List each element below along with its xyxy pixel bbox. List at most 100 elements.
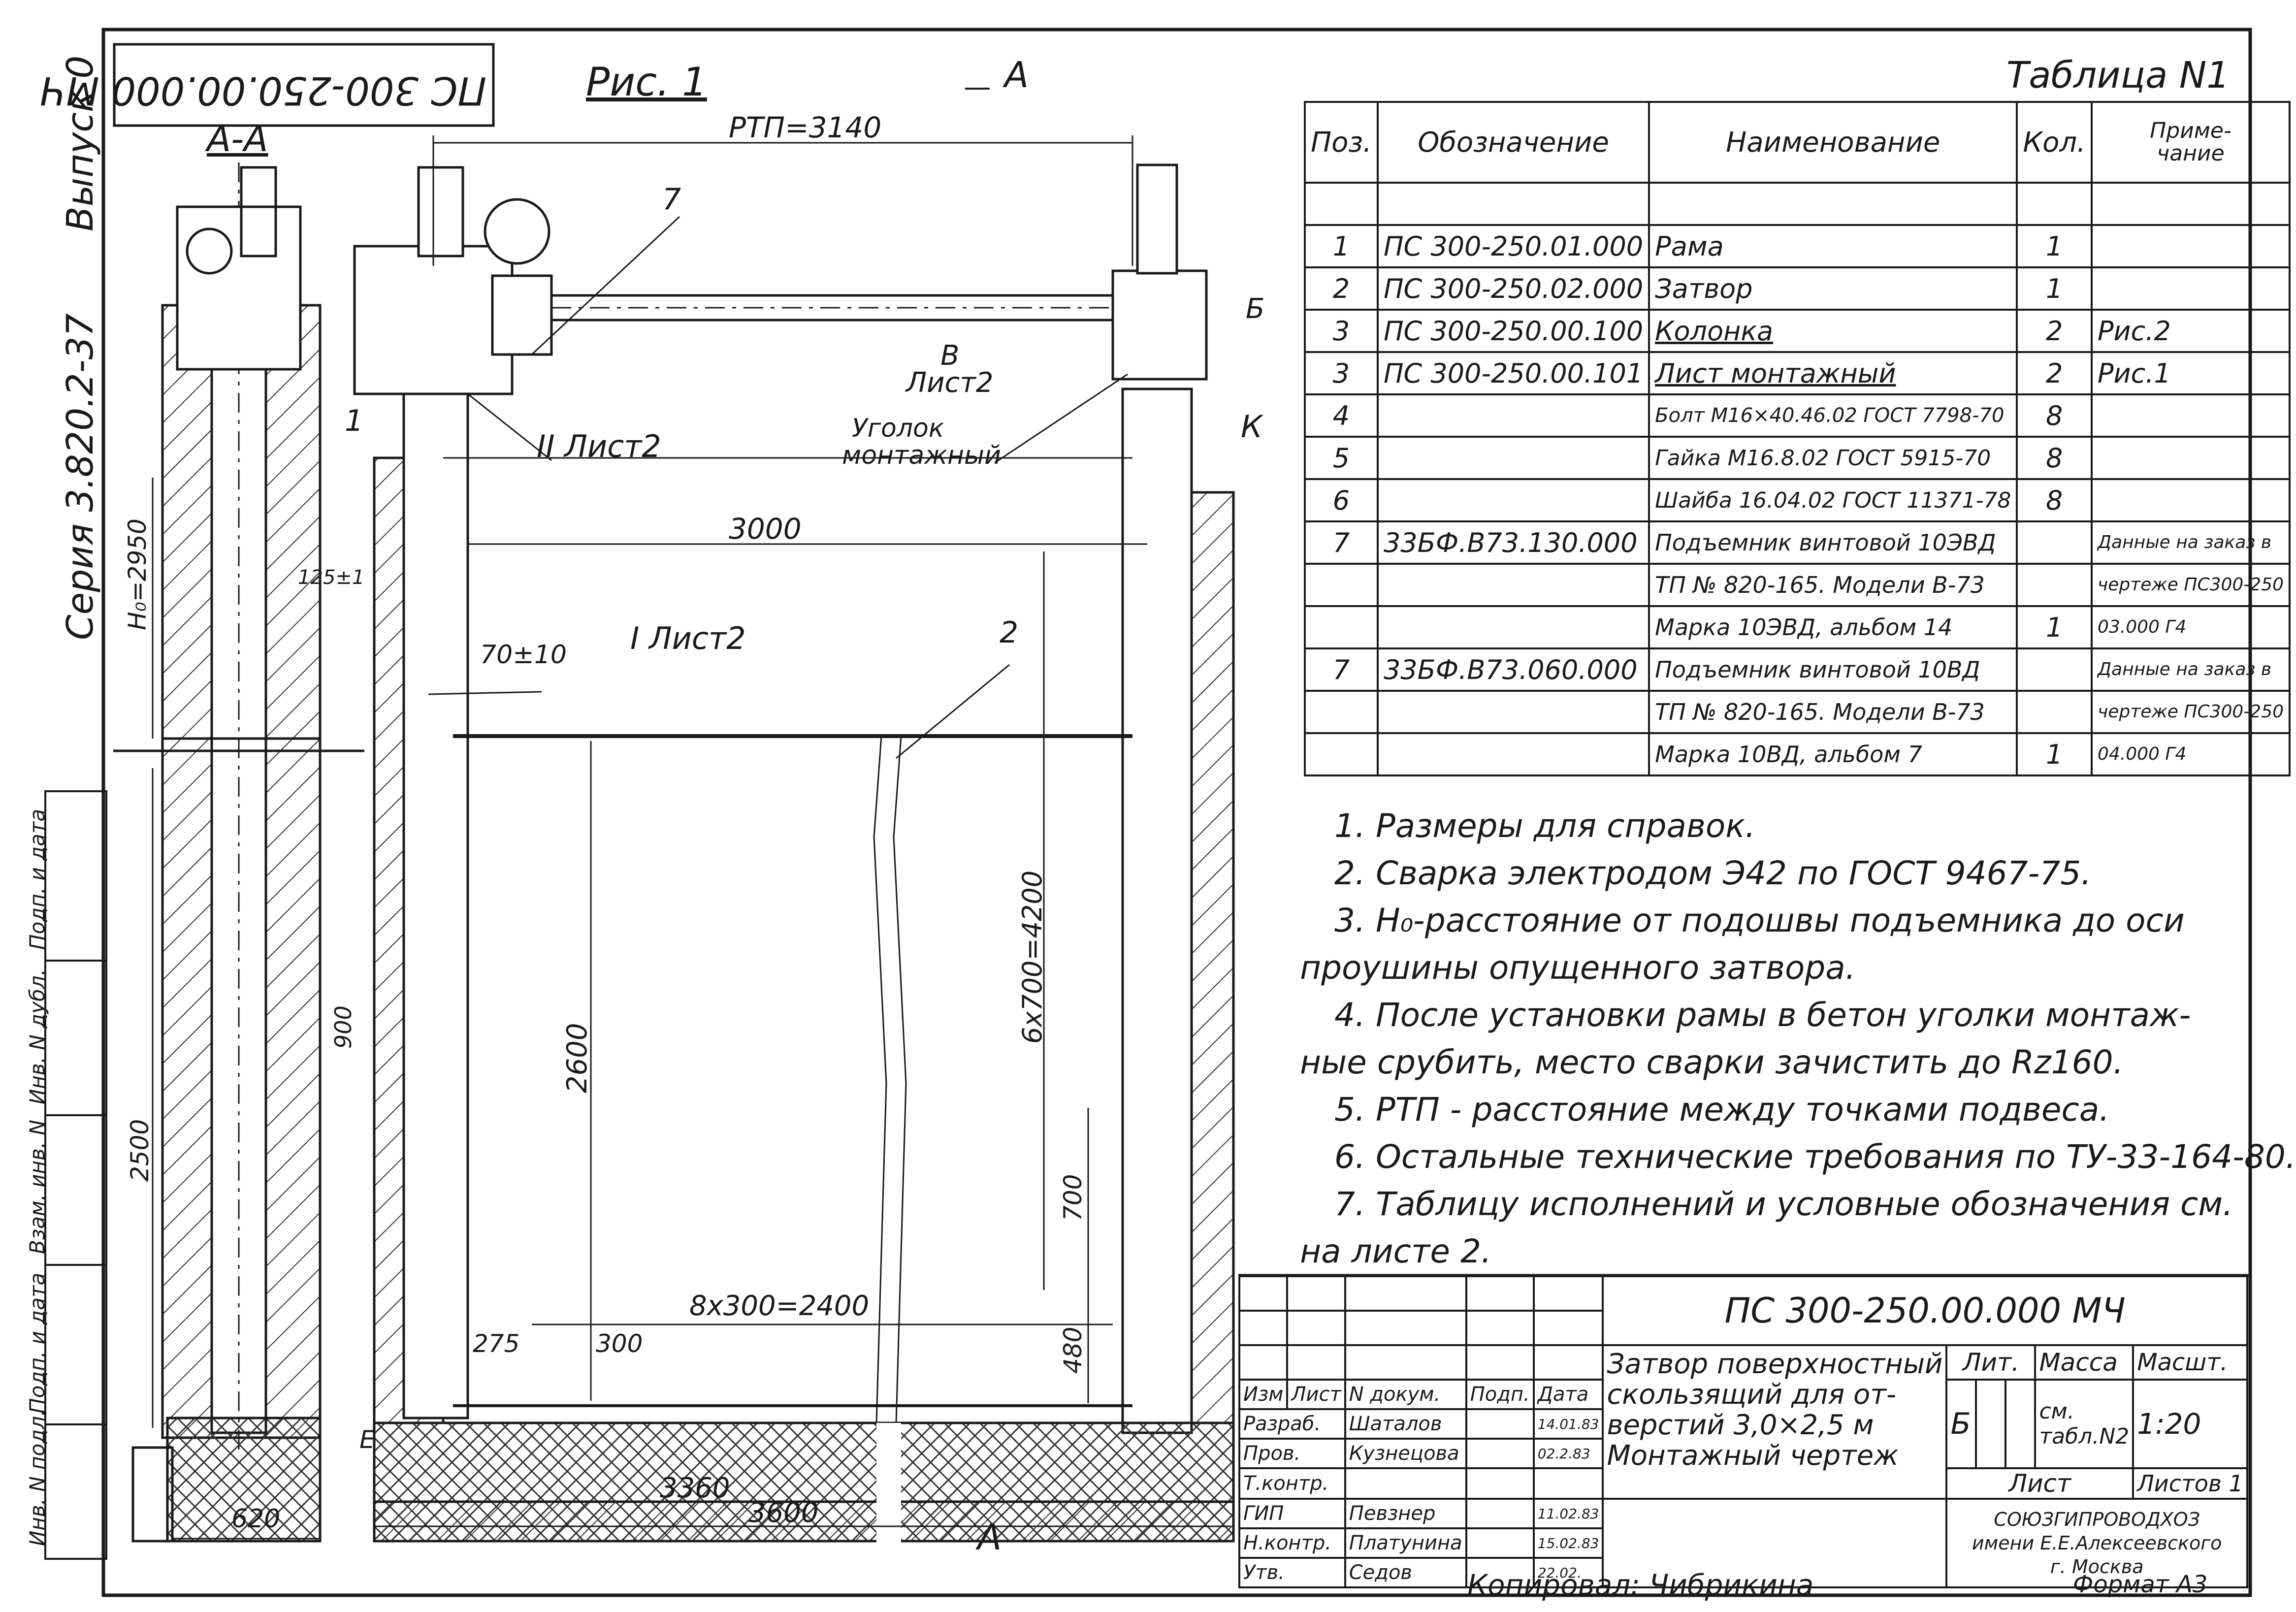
issue-label: Выпуск 0 (59, 55, 101, 231)
table-row (1304, 182, 2291, 226)
doc-title-line: верстий 3,0×2,5 м (1607, 1409, 1874, 1441)
dim-480: 480 (1059, 1326, 1087, 1374)
table-title: Таблица N1 (2006, 54, 2230, 97)
spec-header-name: Наименование (1648, 101, 2018, 184)
rev-header: Подп. (1465, 1379, 1535, 1410)
specification-table: Поз. Обозначение Наименование Кол. Приме… (1304, 101, 2291, 776)
section-aa-label: А-А (207, 118, 268, 160)
sheets-label: Листов 1 (2132, 1467, 2248, 1500)
role-date: 11.02.83 (1532, 1498, 1604, 1529)
note-line: 7. Таблицу исполнений и условные обознач… (1334, 1185, 2233, 1223)
mass-label: Масса (2034, 1344, 2134, 1381)
pos-1: 1 (345, 404, 364, 438)
role-label: Утв. (1238, 1557, 1346, 1588)
view-b-sheet: Лист2 (906, 367, 994, 399)
detail-i-sheet: I Лист2 (630, 620, 746, 656)
section-base (166, 1417, 322, 1543)
dim-3360: 3360 (660, 1472, 730, 1504)
strip-cell: Инв. N подл. (25, 1409, 49, 1547)
dim-3600: 3600 (748, 1497, 819, 1529)
spec-header-pos: Поз. (1304, 101, 1379, 184)
note-line: 3. Н₀-расстояние от подошвы подъемника д… (1334, 902, 2185, 939)
doc-code: ПС 300-250.00.000 МЧ (1602, 1275, 2248, 1346)
pos-2: 2 (1000, 615, 1019, 650)
dim-900: 900 (330, 1005, 356, 1049)
strip-cell: Взам. инв. N (25, 1116, 105, 1266)
code-box (113, 43, 495, 127)
doc-title: Затвор поверхностный скользящий для от- … (1602, 1344, 1948, 1500)
spec-header-row: Поз. Обозначение Наименование Кол. Приме… (1304, 101, 2291, 184)
dim-700: 700 (1059, 1174, 1087, 1221)
note-line: 2. Сварка электродом Э42 по ГОСТ 9467-75… (1334, 854, 2092, 892)
strip-cell: Подп. и дата (25, 1266, 105, 1425)
note-line: на листе 2. (1300, 1232, 1491, 1270)
organization: СОЮЗГИПРОВОДХОЗ имени Е.Е.Алексеевского … (1945, 1498, 2248, 1588)
arrow-a-bottom: А (977, 1516, 1002, 1558)
sheet-label: Лист (1945, 1467, 2134, 1500)
lit-value: Б (1945, 1379, 1977, 1469)
role-date: 14.01.83 (1532, 1408, 1604, 1440)
angle-label-1: Уголок (852, 414, 944, 443)
dim-8x300: 8х300=2400 (689, 1290, 870, 1322)
org-line: имени Е.Е.Алексеевского (1972, 1532, 2222, 1554)
rev-header: N докум. (1344, 1379, 1467, 1410)
rev-header: Изм (1238, 1379, 1289, 1410)
role-person: Певзнер (1344, 1498, 1467, 1529)
role-person (1344, 1467, 1467, 1500)
dim-2600: 2600 (561, 1023, 593, 1093)
strip-cell: Подп. и дата (25, 792, 105, 962)
scale-label: Масшт. (2132, 1344, 2248, 1381)
dim-rtp: РТП=3140 (729, 111, 882, 144)
role-label: Т.контр. (1238, 1467, 1346, 1500)
doc-title-line: Затвор поверхностный (1607, 1348, 1943, 1380)
series-label: Серия 3.820.2-37 (59, 313, 101, 640)
note-line: 4. После установки рамы в бетон уголки м… (1334, 996, 2191, 1034)
e-label: Е (359, 1425, 375, 1454)
title-block: ПС 300-250.00.000 МЧ Затвор поверхностны… (1238, 1275, 2248, 1588)
dim-2500: 2500 (126, 1119, 154, 1182)
doc-title-line: Монтажный чертеж (1607, 1440, 1899, 1472)
arrow-a-top: А (1004, 54, 1029, 96)
note-line: 6. Остальные технические требования по Т… (1334, 1138, 2296, 1176)
note-line: проушины опущенного затвора. (1300, 949, 1856, 987)
dim-70: 70±10 (480, 640, 567, 670)
role-person: Платунина (1344, 1527, 1467, 1559)
drawing-frame (101, 28, 2252, 1597)
rev-header: Дата (1532, 1379, 1604, 1410)
lit-label: Лит. (1945, 1344, 2037, 1381)
angle-label-2: монтажный (842, 441, 1001, 470)
dim-6x700: 6х700=4200 (1017, 870, 1048, 1044)
note-line: ные срубить, место сварки зачистить до R… (1300, 1043, 2124, 1081)
figure-label: Рис. 1 (586, 59, 707, 105)
org-line: г. Москва (2050, 1556, 2144, 1578)
role-label: Пров. (1238, 1438, 1346, 1469)
dim-125: 125±1 (298, 566, 365, 589)
scale-value: 1:20 (2132, 1379, 2248, 1469)
frame-right-wall (1190, 491, 1235, 1424)
role-person: Кузнецова (1344, 1438, 1467, 1469)
dim-h0: Н₀=2950 (123, 518, 152, 630)
dim-300: 300 (596, 1329, 643, 1358)
frame-right-column (1121, 387, 1193, 1434)
note-line: 1. Размеры для справок. (1334, 807, 1756, 845)
doc-title-line: скользящий для от- (1607, 1379, 1897, 1411)
note-line: 5. РТП - расстояние между точками подвес… (1334, 1091, 2110, 1128)
pos-7: 7 (662, 182, 681, 217)
hoist-right (1111, 269, 1208, 381)
copied-by: Копировал: Чибрикина (1467, 1568, 1814, 1602)
dim-620: 620 (231, 1504, 281, 1534)
motor-left (484, 198, 550, 265)
format-label: Формат А3 (2073, 1571, 2208, 1598)
role-date (1532, 1467, 1604, 1500)
role-date: 15.02.83 (1532, 1527, 1604, 1559)
